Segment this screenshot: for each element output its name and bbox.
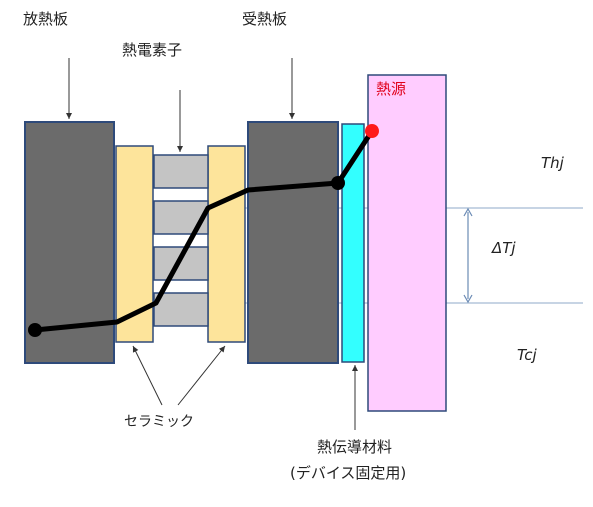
delta-tj-arrow-head-top (463, 207, 473, 217)
peltier-element-label: 熱電素子 (122, 41, 182, 59)
heat-source-label: 熱源 (376, 80, 406, 98)
hot-point-marker (365, 124, 379, 138)
element-block (153, 292, 209, 327)
thermal-material (341, 123, 365, 363)
heat-source (367, 74, 447, 412)
ceramic-right (207, 145, 246, 343)
thermal-material-label-line2: (デバイス固定用) (290, 464, 406, 482)
ceramic-label: セラミック (124, 414, 194, 430)
thermal-material-label-line1: 熱伝導材料 (317, 438, 392, 456)
heat-sink-label: 放熱板 (23, 10, 68, 28)
thj-label: Thj (541, 154, 565, 172)
ceramic-pointer-left (132, 345, 163, 406)
heat-receiver-plate (247, 121, 339, 364)
ceramic-pointer-right (177, 345, 226, 406)
cold-point-marker (28, 323, 42, 337)
delta-tj-label: ΔTj (491, 239, 516, 257)
mid-point-marker (331, 176, 345, 190)
element-block (153, 200, 209, 235)
heat-receiver-label: 受熱板 (242, 10, 287, 28)
element-block (153, 246, 209, 281)
tcj-label: Tcj (517, 346, 538, 364)
element-block (153, 154, 209, 189)
delta-tj-arrow-head-bottom (463, 294, 473, 304)
